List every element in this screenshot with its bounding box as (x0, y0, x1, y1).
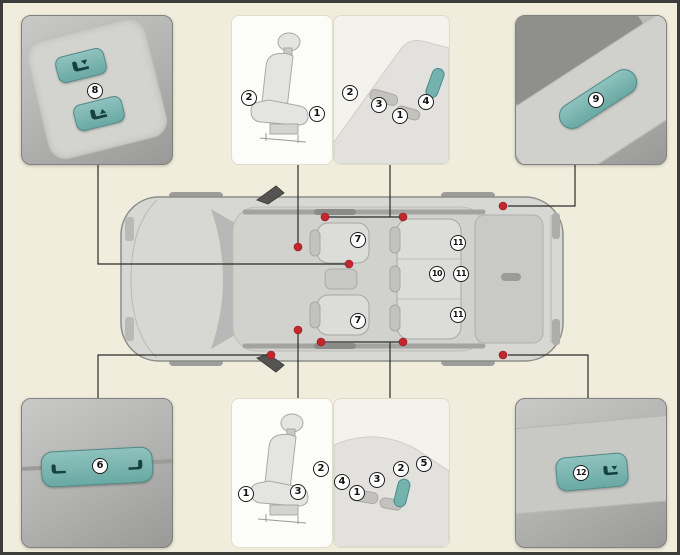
rear-bench-seat (389, 218, 462, 340)
callout-10: 10 (429, 266, 445, 282)
seat-switch-illustration (334, 436, 449, 547)
seat-icon-left (51, 464, 66, 474)
callout-2: 2 (393, 461, 409, 477)
location-dots (266, 201, 508, 360)
callout-2: 2 (241, 90, 257, 106)
callout-12: 12 (573, 465, 589, 481)
callout-4: 4 (418, 94, 434, 110)
callout-3: 3 (290, 484, 306, 500)
seat-fold-icon (90, 108, 108, 120)
callout-1: 1 (238, 486, 254, 502)
callout-8: 8 (87, 83, 103, 99)
seat-side-illustration (250, 32, 309, 143)
connector-overlay (97, 163, 589, 398)
callout-11: 11 (450, 307, 466, 323)
callout-3: 3 (371, 97, 387, 113)
console-seat-switch-bar[interactable] (40, 446, 154, 488)
callout-3: 3 (369, 472, 385, 488)
callout-7: 7 (350, 232, 366, 248)
callout-11: 11 (450, 235, 466, 251)
seat-switch-lower[interactable] (71, 94, 127, 133)
callout-9: 9 (588, 92, 604, 108)
callout-1: 1 (309, 106, 325, 122)
cargo-area (474, 214, 544, 344)
callout-2: 2 (342, 85, 358, 101)
seat-switch-upper[interactable] (53, 46, 109, 85)
car-illustration (120, 185, 564, 373)
vehicle-top-view (111, 183, 575, 379)
cargo-seat-fold-switch[interactable] (554, 451, 630, 493)
callout-1: 1 (392, 108, 408, 124)
callout-4: 4 (334, 474, 350, 490)
callout-5: 5 (416, 456, 432, 472)
callout-11: 11 (453, 266, 469, 282)
seat-fold-icon (72, 59, 90, 72)
teal-lever[interactable] (393, 478, 411, 508)
callout-7: 7 (350, 313, 366, 329)
panel-cargo-switch (515, 398, 667, 548)
seat-icon-right (128, 459, 143, 470)
connector-lines (97, 163, 589, 398)
panel-seat-switches-bottom (333, 398, 450, 548)
seat-fold-icon (603, 465, 618, 476)
callout-6: 6 (92, 458, 108, 474)
panel-door-switch (515, 15, 667, 165)
side-mirror-icons (255, 185, 285, 373)
callout-1: 1 (349, 485, 365, 501)
callout-2: 2 (313, 461, 329, 477)
